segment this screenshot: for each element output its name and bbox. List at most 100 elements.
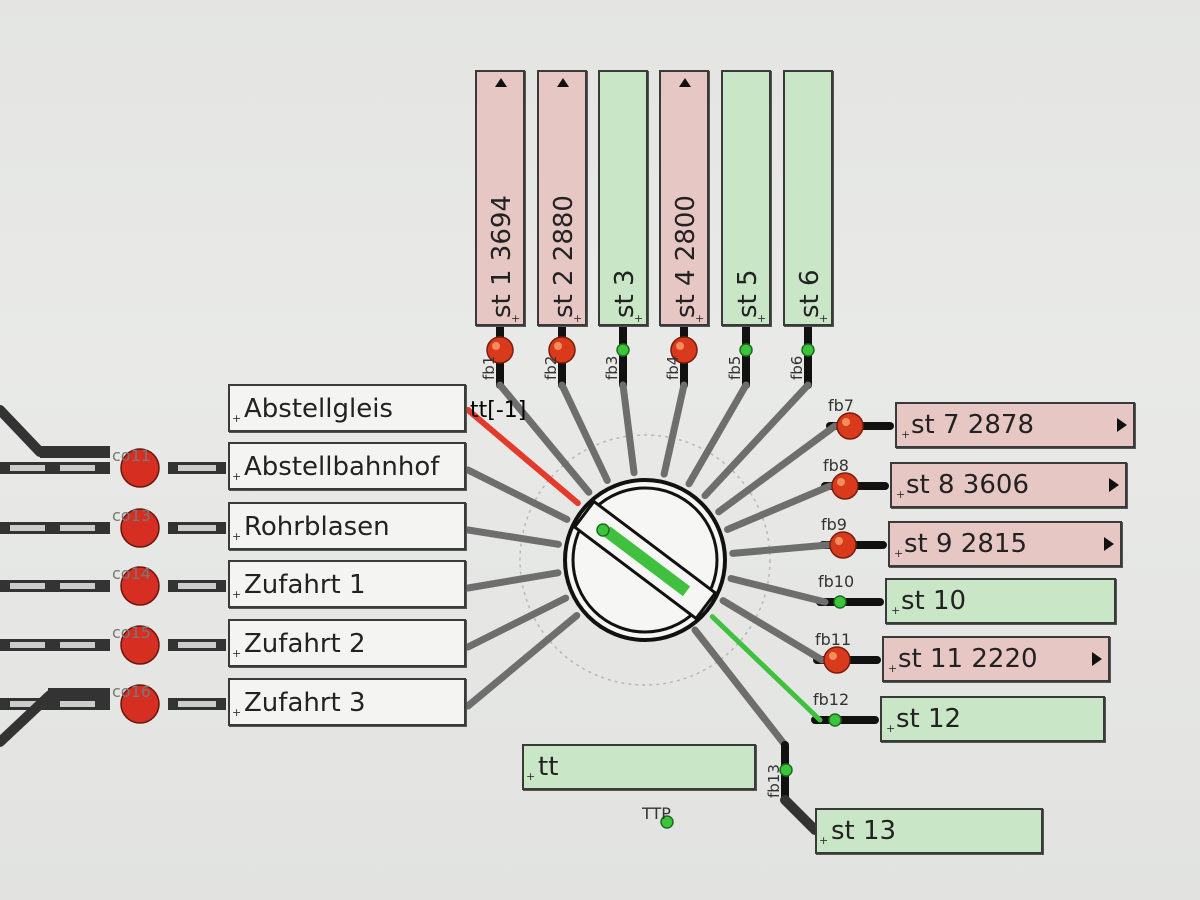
sensor-fb3[interactable] [616,343,630,357]
sensor-fb9[interactable] [829,531,857,559]
sensor-fb1[interactable] [486,336,514,364]
left-track-3-block[interactable]: +Rohrblasen [228,502,466,550]
left-track-5-rail [464,594,570,651]
right-track-4-rail [727,575,829,606]
turntable-bridge[interactable] [572,499,718,621]
sensor-fb5[interactable] [739,343,753,357]
bottom-track-label: st 13 [831,816,897,846]
top-track-4-block[interactable]: st 4 2800+ [659,70,709,326]
left-track-1-block[interactable]: +Abstellgleis [228,384,466,432]
left-track-6-signal-label: co16 [112,682,151,701]
top-track-3-block[interactable]: st 3+ [598,70,648,326]
left-track-6-plus: + [232,706,242,719]
top-track-6-sensor-label: fb6 [788,355,806,380]
top-track-2-block[interactable]: st 2 2880+ [537,70,587,326]
top-track-4-direction-arrow[interactable] [679,78,691,87]
sensor-fb8[interactable] [831,472,859,500]
left-track-5-block[interactable]: +Zufahrt 2 [228,619,466,667]
right-track-6-block[interactable]: +st 12 [880,696,1105,742]
bottom-track-block[interactable]: +st 13 [815,808,1043,854]
sensor-fb13[interactable] [779,763,793,777]
signal-co14[interactable] [120,566,160,606]
bottom-track-plus: + [819,834,829,847]
left-diagonal-upper [0,405,45,457]
top-track-3-label: st 3 [610,269,640,318]
sensor-fb11[interactable] [823,646,851,674]
sensor-fb2[interactable] [548,336,576,364]
left-track-1-rail [465,407,581,507]
left-track-5-rail-gap-c [178,642,216,648]
right-track-5-rail [719,597,826,664]
right-track-2-rail [724,482,834,533]
top-track-1-sensor-label: fb1 [480,355,498,380]
turntable-block[interactable]: +tt [522,744,756,790]
left-track-6-block[interactable]: +Zufahrt 3 [228,678,466,726]
turntable[interactable] [563,478,727,642]
sensor-fb4[interactable] [670,336,698,364]
left-track-6-rail-gap-c [178,701,216,707]
signal-co15[interactable] [120,625,160,665]
left-track-3-signal-label: co13 [112,506,151,525]
top-track-1-direction-arrow[interactable] [495,78,507,87]
right-track-2-direction-arrow[interactable] [1109,478,1119,492]
top-track-6-block[interactable]: st 6+ [783,70,833,326]
left-track-5-label: Zufahrt 2 [244,629,366,659]
top-track-5-sensor-label: fb5 [726,355,744,380]
left-track-4-rail [464,569,562,592]
right-track-3-direction-arrow[interactable] [1104,537,1114,551]
turntable-pit-outline [519,434,771,686]
left-track-2-plus: + [232,470,242,483]
right-track-5-label: st 11 2220 [898,644,1038,674]
top-track-2-direction-arrow[interactable] [557,78,569,87]
signal-co13[interactable] [120,508,160,548]
left-track-4-plus: + [232,588,242,601]
right-track-5-sensor-label: fb11 [815,630,852,649]
left-track-4-block[interactable]: +Zufahrt 1 [228,560,466,608]
turntable-bridge-sensor[interactable] [596,523,610,537]
left-track-6-rail [464,612,581,710]
top-track-1-plus: + [511,312,521,325]
top-track-2-label: st 2 2880 [549,195,579,318]
right-track-1-block[interactable]: +st 7 2878 [895,402,1135,448]
left-track-2-block[interactable]: +Abstellbahnhof [228,442,466,490]
right-track-2-block[interactable]: +st 8 3606 [890,462,1127,508]
left-track-3-rail-gap-b [60,525,95,531]
sensor-fb6[interactable] [801,343,815,357]
sensor-fb7[interactable] [836,412,864,440]
top-track-1-block[interactable]: st 1 3694+ [475,70,525,326]
right-track-6-sensor-label: fb12 [813,690,850,709]
right-track-1-label: st 7 2878 [911,410,1034,440]
bottom-track-diagonal [780,795,820,835]
right-track-3-rail [729,541,832,557]
right-track-5-plus: + [888,662,898,675]
right-track-5-direction-arrow[interactable] [1092,652,1102,666]
right-track-4-plus: + [891,604,901,617]
sensor-fb12[interactable] [828,713,842,727]
turntable-sensor-label: TTP [642,804,671,823]
left-track-2-rail-gap-c [178,465,216,471]
right-track-4-label: st 10 [901,586,967,616]
top-track-5-block[interactable]: st 5+ [721,70,771,326]
left-track-4-signal-label: co14 [112,564,151,583]
top-track-6-label: st 6 [795,269,825,318]
left-track-3-label: Rohrblasen [244,512,390,542]
top-track-4-rail [660,381,688,478]
top-track-5-rail [685,381,750,488]
top-track-4-label: st 4 2800 [671,195,701,318]
top-track-2-rail [558,381,611,484]
left-track-2-rail-gap-a [10,465,45,471]
right-track-4-block[interactable]: +st 10 [885,578,1116,624]
left-track-4-rail-gap-b [60,583,95,589]
sensor-turntable-position[interactable] [660,815,674,829]
left-track-5-rail-gap-a [10,642,45,648]
signal-co11[interactable] [120,448,160,488]
right-track-1-direction-arrow[interactable] [1117,418,1127,432]
signal-co16[interactable] [120,684,160,724]
left-track-5-rail-gap-b [60,642,95,648]
bottom-track-sensor-label: fb13 [765,764,783,798]
right-track-3-block[interactable]: +st 9 2815 [888,521,1122,567]
right-track-5-block[interactable]: +st 11 2220 [882,636,1110,682]
sensor-fb10[interactable] [833,595,847,609]
left-track-2-rail-gap-b [60,465,95,471]
